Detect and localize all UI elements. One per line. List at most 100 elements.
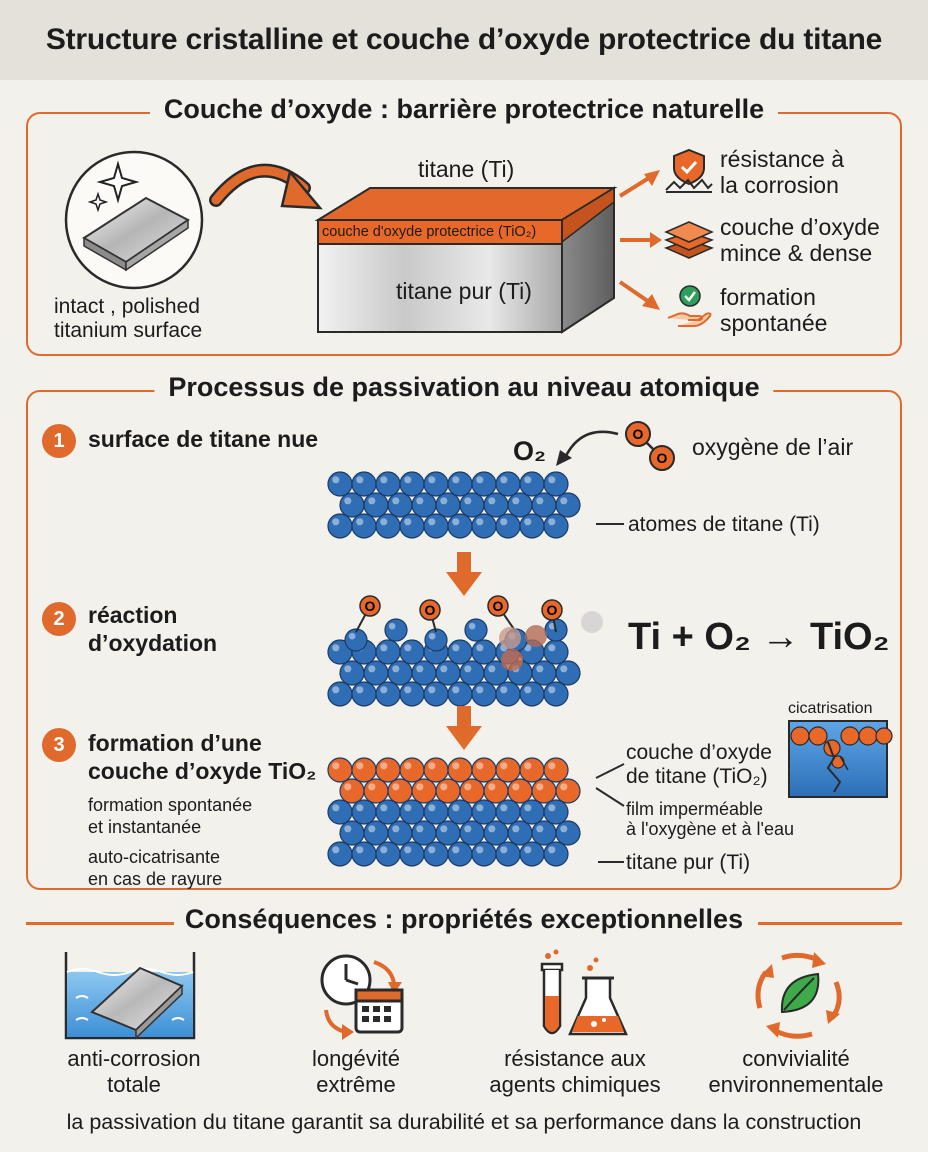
titanium-atom [327,799,353,825]
titanium-atom [531,660,557,686]
atom-highlight [356,846,364,854]
titanium-atom [459,492,485,518]
titanium-atom [447,639,473,665]
atom-highlight [392,825,400,833]
atom-highlight [416,497,424,505]
atom-highlight [440,825,448,833]
atom-highlight [344,825,352,833]
atom-highlight [476,804,484,812]
benefit-1-line1: résistance à [720,146,845,172]
atom-highlight [464,497,472,505]
atom-highlight [452,644,460,652]
atom-highlight [348,632,356,640]
atom-highlight [548,644,556,652]
oxide-atom [351,757,377,783]
consequence-3-line1: résistance aux [504,1046,646,1071]
benefit-2-line2: mince & dense [720,240,873,266]
lab-flask-icon [540,949,628,1036]
titanium-atom [495,513,521,539]
atom-highlight [524,846,532,854]
atom-highlight [388,622,396,630]
oxygen-air-label: oxygène de l’air [692,434,854,460]
reacting-atom [499,627,521,649]
oxide-atom [543,757,569,783]
atom-highlight [476,644,484,652]
titanium-atom [519,799,545,825]
atom-highlight [428,804,436,812]
atom-highlight [536,825,544,833]
atom-highlight [428,686,436,694]
oxygen-atom [541,599,563,621]
titanium-atom [399,841,425,867]
titanium-atom [447,681,473,707]
atom-highlight [428,846,436,854]
ti-atoms-label: atomes de titane (Ti) [628,513,820,536]
oxide-atom [555,778,581,804]
oxide-atom [447,757,473,783]
atom-highlight [468,622,476,630]
titanium-atom [519,841,545,867]
step-3-note-4: en cas de rayure [88,869,223,889]
titanium-atom [447,513,473,539]
titanium-atom [495,471,521,497]
oxygen-atom-letter: O [365,598,376,614]
oxide-atom [423,757,449,783]
atom-highlight [524,762,532,770]
atom-highlight [524,476,532,484]
atom-highlight [368,825,376,833]
titanium-atom [543,841,569,867]
atom-highlight [380,762,388,770]
consequence-2-line2: extrême [316,1072,396,1097]
atom-highlight [536,665,544,673]
titanium-atom [327,513,353,539]
oxide-atom [507,778,533,804]
titanium-atom [363,660,389,686]
reacting-atom [581,611,603,633]
titanium-atom [543,681,569,707]
film-label-line1: film imperméable [626,799,764,819]
hand-check-icon [667,285,712,327]
atom-highlight [476,686,484,694]
section-consequences-rule-left [26,922,174,925]
atom-highlight [524,518,532,526]
titanium-atom [435,492,461,518]
surface-label-line1: intact , polished [54,295,200,318]
shield-icon [665,148,713,193]
oxide-atom [483,778,509,804]
atom-highlight [368,783,376,791]
atom-highlight [512,825,520,833]
titanium-atom [471,513,497,539]
titanium-atom [555,492,581,518]
titanium-atom [375,841,401,867]
atom-highlight [464,825,472,833]
film-label-line2: à l'oxygène et à l'eau [626,819,794,839]
titanium-atom [399,471,425,497]
atom-highlight [476,476,484,484]
titanium-atom [531,492,557,518]
footer-statement: la passivation du titane garantit sa dur… [66,1110,862,1134]
atom-highlight [428,476,436,484]
atom-highlight [416,825,424,833]
water-plate-icon [64,952,196,1040]
atom-highlight [332,644,340,652]
atom-highlight [440,665,448,673]
titanium-atom-surface [384,618,408,642]
titanium-atom [471,799,497,825]
atom-highlight [332,518,340,526]
curved-arrow-icon [209,163,323,210]
atom-highlight [380,804,388,812]
atom-highlight [452,686,460,694]
titanium-atom [471,841,497,867]
oxide-atom [459,778,485,804]
step-2-line2: d’oxydation [88,630,218,656]
atom-highlight [524,686,532,694]
oxide-atom [531,778,557,804]
leaf-cycle-icon [755,952,842,1039]
atom-highlight [344,665,352,673]
atom-highlight [560,825,568,833]
atom-highlight [512,783,520,791]
atom-highlight [548,518,556,526]
atom-highlight [476,518,484,526]
reacting-atom [501,649,523,671]
